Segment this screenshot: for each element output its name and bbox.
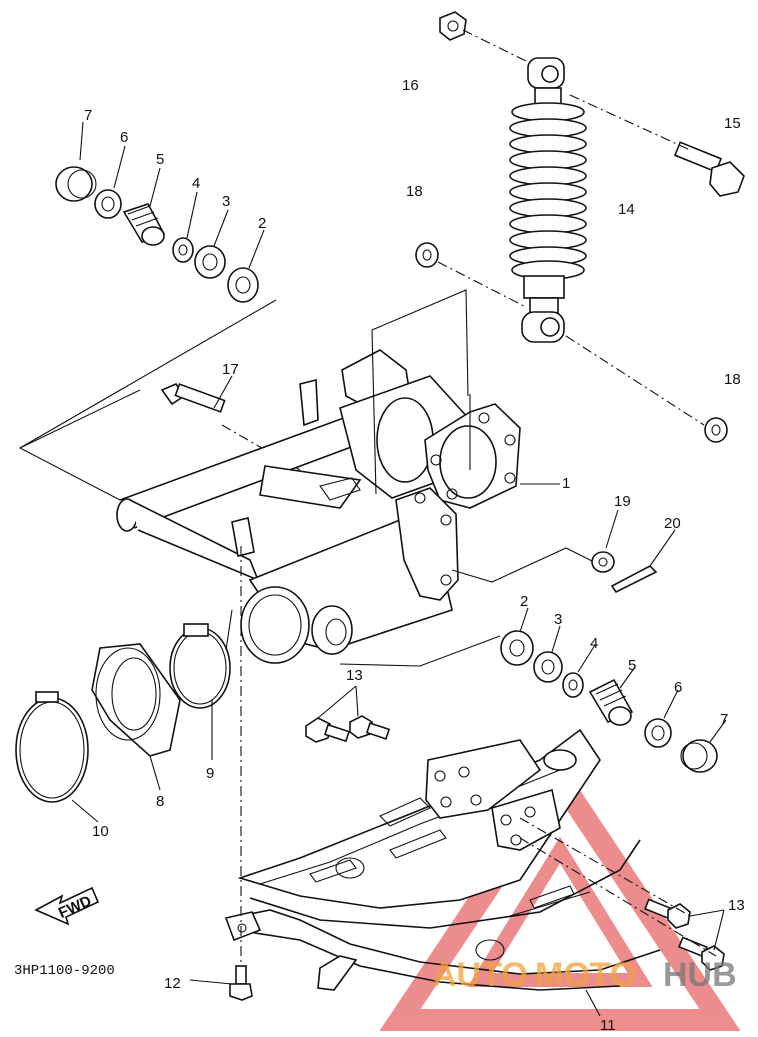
collar-5-upper (122, 203, 166, 246)
callout-4-upper: 4 (192, 175, 200, 192)
callout-4-lower: 4 (590, 635, 598, 652)
callout-11: 11 (600, 1017, 616, 1034)
callout-6-upper: 6 (120, 129, 128, 146)
clamp-10 (15, 691, 89, 803)
callout-10: 10 (92, 823, 109, 840)
bearing-3-lower (533, 651, 563, 683)
watermark-text: AUTO MOTO HUB (432, 956, 737, 994)
callout-2-upper: 2 (258, 215, 266, 232)
bearing-3-upper (194, 245, 226, 279)
callout-13-upper: 13 (346, 667, 363, 684)
spacer-4-upper (172, 237, 194, 263)
shock-absorber (509, 57, 587, 343)
washer-19 (591, 551, 615, 573)
callout-17: 17 (222, 361, 239, 378)
bearing-2-upper (227, 267, 259, 303)
callout-3-lower: 3 (554, 611, 562, 628)
cap-7-upper (55, 166, 97, 202)
nut-16 (439, 11, 467, 41)
callout-1: 1 (562, 475, 570, 492)
clamp-9 (169, 623, 231, 709)
watermark-auto: AUTO (432, 956, 528, 994)
clip-20 (610, 565, 658, 594)
callout-5-upper: 5 (156, 151, 164, 168)
callout-8: 8 (156, 793, 164, 810)
callout-6-lower: 6 (674, 679, 682, 696)
callout-15: 15 (724, 115, 741, 132)
callout-2-lower: 2 (520, 593, 528, 610)
callout-3-upper: 3 (222, 193, 230, 210)
callout-19: 19 (614, 493, 631, 510)
bolt-13-a (305, 717, 351, 743)
callout-7-upper: 7 (84, 107, 92, 124)
bolt-12 (229, 965, 253, 1001)
seal-6-lower (644, 718, 672, 748)
rear-guard-11 (224, 728, 661, 991)
callout-18-right: 18 (724, 371, 741, 388)
shock-spring (509, 102, 587, 280)
swingarm-1 (116, 349, 521, 664)
callout-14: 14 (618, 201, 635, 218)
callout-7-lower: 7 (720, 711, 728, 728)
collar-5-lower (588, 678, 634, 726)
bolt-15 (673, 141, 745, 197)
watermark-hub: HUB (663, 956, 737, 994)
callout-5-lower: 5 (628, 657, 636, 674)
watermark-moto: MOTO (535, 956, 636, 994)
washer-18-right (704, 417, 728, 443)
bearing-2-lower (500, 630, 534, 666)
spacer-4-lower (562, 672, 584, 698)
cap-7-lower (680, 739, 718, 773)
bolt-13-c (644, 898, 691, 929)
callout-9: 9 (206, 765, 214, 782)
callout-20: 20 (664, 515, 681, 532)
callout-13-lower: 13 (728, 897, 745, 914)
part-code: 3HP1100-9200 (14, 963, 115, 979)
callout-18-upper: 18 (406, 183, 423, 200)
pivot-bolt-17 (160, 383, 226, 413)
bolt-13-b (349, 715, 391, 740)
bolt-13-d (678, 936, 725, 971)
fwd-arrow-icon: FWD (34, 886, 100, 926)
seal-6-upper (94, 189, 122, 219)
callout-16: 16 (402, 77, 419, 94)
callout-12: 12 (164, 975, 181, 992)
boot-8 (91, 643, 181, 757)
callout-labels: 1 2 3 4 5 6 7 8 9 10 11 12 13 14 15 16 1… (84, 77, 745, 1034)
washer-18-top (415, 242, 439, 268)
